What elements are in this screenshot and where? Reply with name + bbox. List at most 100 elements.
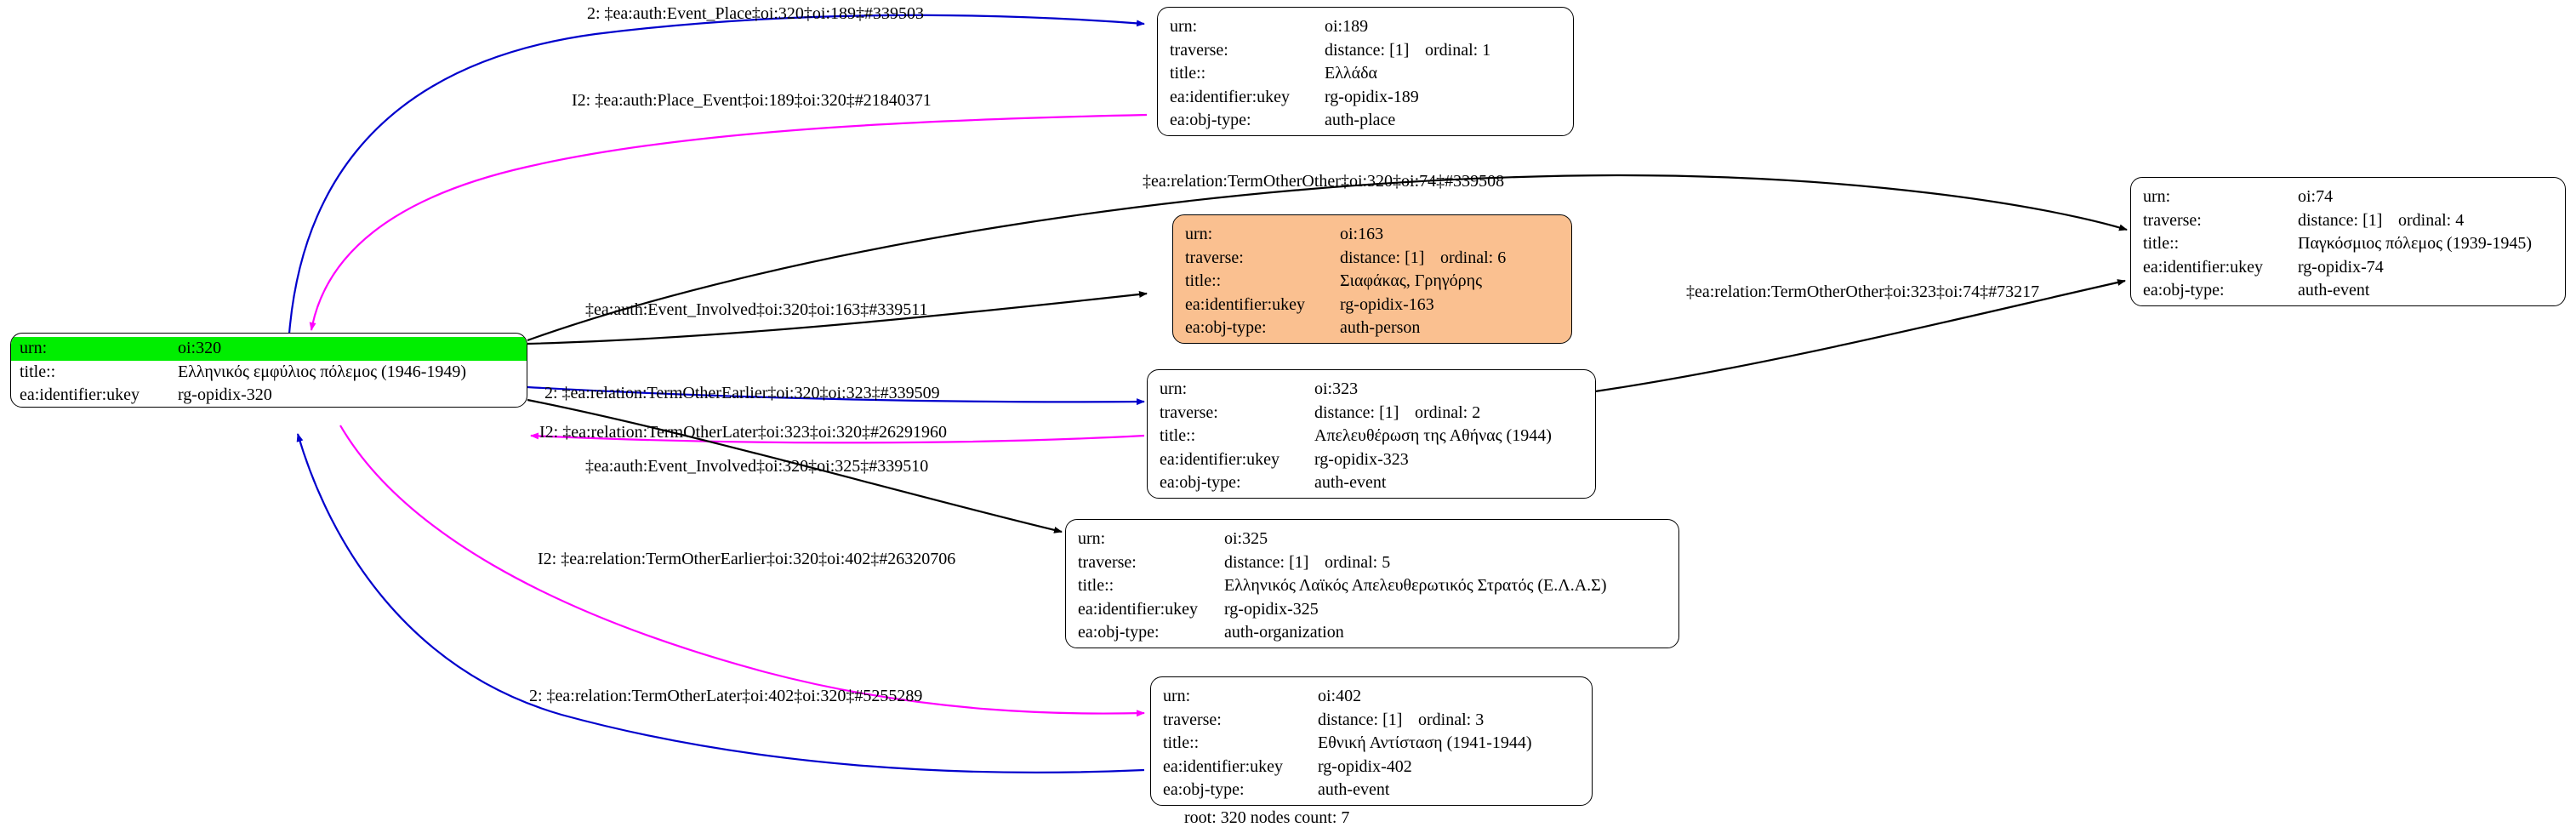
- node-323-row-title: title:: Απελευθέρωση της Αθήνας (1944): [1160, 425, 1583, 448]
- field-label-title: title::: [1078, 576, 1114, 596]
- field-label-title: title::: [20, 362, 56, 381]
- node-325-ordinal-value: ordinal: 5: [1325, 552, 1391, 572]
- node-402-row-traverse: traverse: distance: [1] ordinal: 3: [1163, 709, 1580, 733]
- node-74-row-urn: urn: oi:74: [2143, 185, 2553, 209]
- field-label-urn: urn:: [1185, 225, 1213, 243]
- node-323-row-urn: urn: oi:323: [1160, 378, 1583, 402]
- field-label-title: title::: [2143, 234, 2180, 254]
- field-label-traverse: traverse:: [1160, 402, 1218, 422]
- edge-label-e3: ‡ea:relation:TermOtherOther‡oi:320‡oi:74…: [1143, 172, 1505, 191]
- field-label-ukey: ea:identifier:ukey: [1163, 756, 1284, 776]
- node-320-ukey-value: rg-opidix-320: [178, 385, 272, 405]
- edge-label-e9: I2: ‡ea:relation:TermOtherEarlier‡oi:320…: [538, 550, 956, 568]
- node-325-objtype-value: auth-organization: [1224, 623, 1344, 642]
- edge-label-e10: 2: ‡ea:relation:TermOtherLater‡oi:402‡oi…: [529, 687, 923, 705]
- node-oi-320[interactable]: urn: oi:320 title:: Ελληνικός εμφύλιος π…: [10, 333, 527, 408]
- node-163-urn-value: oi:163: [1340, 225, 1384, 243]
- node-189-row-traverse: traverse: distance: [1] ordinal: 1: [1170, 39, 1561, 63]
- node-74-ordinal-value: ordinal: 4: [2398, 210, 2465, 230]
- node-325-row-objtype: ea:obj-type: auth-organization: [1078, 621, 1667, 645]
- node-320-row-ukey: ea:identifier:ukey rg-opidix-320: [11, 384, 527, 407]
- node-325-ukey-value: rg-opidix-325: [1224, 599, 1319, 619]
- field-label-ukey: ea:identifier:ukey: [20, 385, 140, 405]
- node-74-title-value: Παγκόσμιος πόλεμος (1939-1945): [2298, 234, 2533, 254]
- node-323-ukey-value: rg-opidix-323: [1314, 449, 1409, 469]
- node-oi-74[interactable]: urn: oi:74 traverse: distance: [1] ordin…: [2130, 177, 2566, 306]
- node-163-title-value: Σιαφάκας, Γρηγόρης: [1340, 271, 1483, 291]
- node-402-ukey-value: rg-opidix-402: [1318, 756, 1412, 776]
- edge-path-e10: [296, 433, 1145, 773]
- node-163-ukey-value: rg-opidix-163: [1340, 294, 1434, 314]
- node-325-row-title: title:: Ελληνικός Λαϊκός Απελευθερωτικός…: [1078, 574, 1667, 598]
- node-325-urn-value: oi:325: [1224, 529, 1268, 548]
- field-label-traverse: traverse:: [1170, 40, 1228, 60]
- node-189-ukey-value: rg-opidix-189: [1325, 87, 1419, 106]
- node-74-ukey-value: rg-opidix-74: [2298, 257, 2384, 277]
- node-189-row-objtype: ea:obj-type: auth-place: [1170, 109, 1561, 133]
- field-label-traverse: traverse:: [1163, 710, 1222, 729]
- node-325-row-traverse: traverse: distance: [1] ordinal: 5: [1078, 551, 1667, 575]
- node-163-row-traverse: traverse: distance: [1] ordinal: 6: [1185, 247, 1559, 271]
- field-label-title: title::: [1163, 733, 1200, 753]
- node-325-distance-value: distance: [1]: [1224, 552, 1309, 572]
- node-74-row-objtype: ea:obj-type: auth-event: [2143, 279, 2553, 303]
- field-label-objtype: ea:obj-type:: [1078, 623, 1160, 642]
- node-163-row-objtype: ea:obj-type: auth-person: [1185, 317, 1559, 340]
- node-402-distance-value: distance: [1]: [1318, 710, 1403, 729]
- node-320-title-value: Ελληνικός εμφύλιος πόλεμος (1946-1949): [178, 362, 467, 381]
- field-label-ukey: ea:identifier:ukey: [1160, 449, 1280, 469]
- node-323-urn-value: oi:323: [1314, 379, 1359, 398]
- node-320-row-urn: urn: oi:320: [11, 337, 527, 361]
- node-323-row-traverse: traverse: distance: [1] ordinal: 2: [1160, 402, 1583, 425]
- field-label-objtype: ea:obj-type:: [1160, 473, 1241, 493]
- node-402-title-value: Εθνική Αντίσταση (1941-1944): [1318, 733, 1532, 753]
- node-oi-325[interactable]: urn: oi:325 traverse: distance: [1] ordi…: [1065, 519, 1679, 648]
- edge-label-e7: I2: ‡ea:relation:TermOtherLater‡oi:323‡o…: [539, 423, 948, 442]
- field-label-objtype: ea:obj-type:: [2143, 281, 2225, 300]
- node-oi-323[interactable]: urn: oi:323 traverse: distance: [1] ordi…: [1147, 369, 1596, 499]
- node-oi-189[interactable]: urn: oi:189 traverse: distance: [1] ordi…: [1157, 7, 1574, 136]
- node-189-ordinal-value: ordinal: 1: [1425, 40, 1491, 60]
- node-402-ordinal-value: ordinal: 3: [1418, 710, 1485, 729]
- edge-path-e1: [288, 14, 1145, 334]
- node-163-ordinal-value: ordinal: 6: [1440, 248, 1507, 267]
- node-189-row-ukey: ea:identifier:ukey rg-opidix-189: [1170, 86, 1561, 110]
- field-label-traverse: traverse:: [2143, 210, 2202, 230]
- node-402-row-objtype: ea:obj-type: auth-event: [1163, 779, 1580, 802]
- field-label-ukey: ea:identifier:ukey: [1185, 294, 1306, 314]
- node-163-objtype-value: auth-person: [1340, 318, 1421, 338]
- node-402-row-urn: urn: oi:402: [1163, 685, 1580, 709]
- node-189-row-title: title:: Ελλάδα: [1170, 62, 1561, 86]
- node-320-row-title: title:: Ελληνικός εμφύλιος πόλεμος (1946…: [11, 361, 527, 385]
- node-325-title-value: Ελληνικός Λαϊκός Απελευθερωτικός Στρατός…: [1224, 576, 1607, 596]
- node-163-row-ukey: ea:identifier:ukey rg-opidix-163: [1185, 294, 1559, 317]
- node-oi-402[interactable]: urn: oi:402 traverse: distance: [1] ordi…: [1150, 676, 1593, 806]
- node-323-title-value: Απελευθέρωση της Αθήνας (1944): [1314, 426, 1552, 446]
- node-323-row-objtype: ea:obj-type: auth-event: [1160, 471, 1583, 495]
- node-402-urn-value: oi:402: [1318, 687, 1362, 705]
- field-label-ukey: ea:identifier:ukey: [1170, 87, 1291, 106]
- field-label-urn: urn:: [1170, 17, 1198, 36]
- field-label-title: title::: [1185, 271, 1222, 291]
- field-label-traverse: traverse:: [1078, 552, 1137, 572]
- node-402-row-title: title:: Εθνική Αντίσταση (1941-1944): [1163, 732, 1580, 756]
- edge-path-e2: [309, 113, 1148, 331]
- node-323-row-ukey: ea:identifier:ukey rg-opidix-323: [1160, 448, 1583, 472]
- field-label-title: title::: [1170, 64, 1206, 83]
- node-oi-163[interactable]: urn: oi:163 traverse: distance: [1] ordi…: [1172, 214, 1572, 344]
- field-label-urn: urn:: [1163, 687, 1191, 705]
- node-74-urn-value: oi:74: [2298, 187, 2334, 206]
- field-label-urn: urn:: [1078, 529, 1106, 548]
- node-74-row-ukey: ea:identifier:ukey rg-opidix-74: [2143, 256, 2553, 280]
- node-163-row-urn: urn: oi:163: [1185, 223, 1559, 247]
- node-189-objtype-value: auth-place: [1325, 111, 1396, 130]
- node-163-row-title: title:: Σιαφάκας, Γρηγόρης: [1185, 270, 1559, 294]
- edge-label-e8: ‡ea:auth:Event_Involved‡oi:320‡oi:325‡#3…: [585, 457, 929, 476]
- field-label-traverse: traverse:: [1185, 248, 1244, 267]
- node-325-row-ukey: ea:identifier:ukey rg-opidix-325: [1078, 598, 1667, 622]
- node-323-ordinal-value: ordinal: 2: [1415, 402, 1481, 422]
- node-74-row-traverse: traverse: distance: [1] ordinal: 4: [2143, 209, 2553, 233]
- node-189-distance-value: distance: [1]: [1325, 40, 1410, 60]
- edge-label-e2: I2: ‡ea:auth:Place_Event‡oi:189‡oi:320‡#…: [572, 91, 932, 110]
- node-189-urn-value: oi:189: [1325, 17, 1369, 36]
